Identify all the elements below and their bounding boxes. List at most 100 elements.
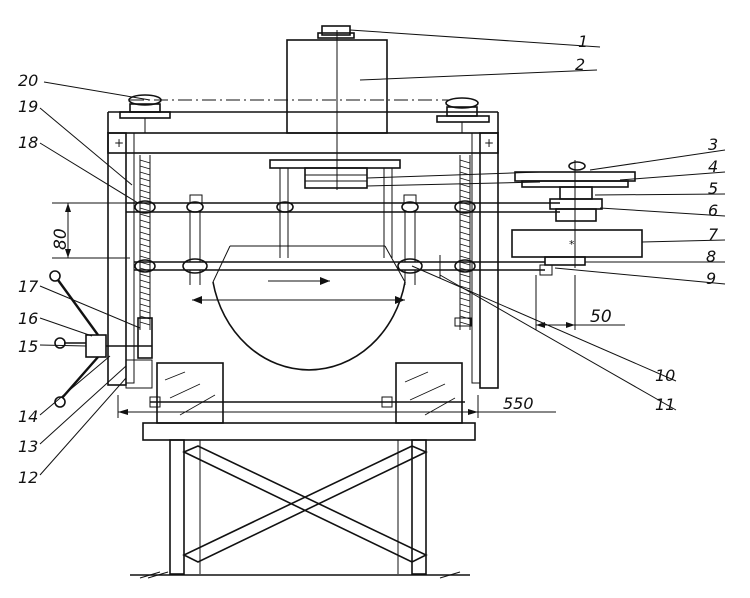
- leader-line: [39, 344, 87, 347]
- thread-tick: [139, 303, 151, 308]
- thread-tick: [139, 213, 151, 218]
- callout-label-16: 16: [18, 309, 38, 328]
- thread-tick: [459, 225, 471, 230]
- thread-tick: [459, 177, 471, 182]
- thread-tick: [459, 237, 471, 242]
- thread-tick: [459, 219, 471, 224]
- thread-tick: [459, 303, 471, 308]
- thread-tick: [139, 183, 151, 188]
- lower-cross-rod: [134, 212, 545, 327]
- callout-label-20: 20: [18, 71, 38, 90]
- thread-tick: [139, 279, 151, 284]
- leader-line: [39, 365, 127, 445]
- callout-label-19: 19: [18, 97, 38, 116]
- right-pulley-stack: *: [511, 160, 643, 330]
- thread-tick: [139, 219, 151, 224]
- leader-line: [349, 29, 601, 48]
- callout-label-18: 18: [18, 133, 38, 152]
- thread-tick: [139, 207, 151, 212]
- callout-label-2: 2: [575, 55, 585, 74]
- thread-tick: [459, 291, 471, 296]
- thread-tick: [139, 297, 151, 302]
- leader-line: [39, 285, 141, 329]
- leader-line: [43, 81, 151, 101]
- thread-tick: [139, 159, 151, 164]
- dimension-550: 550: [117, 394, 556, 418]
- callout-label-17: 17: [18, 277, 39, 296]
- leader-line: [39, 317, 93, 337]
- svg-text:+: +: [114, 136, 124, 150]
- thread-tick: [139, 309, 151, 314]
- callout-label-14: 14: [18, 407, 38, 426]
- thread-tick: [459, 297, 471, 302]
- thread-tick: [139, 225, 151, 230]
- thread-tick: [459, 165, 471, 170]
- main-frame: + +: [107, 111, 499, 389]
- leader-line: [439, 274, 677, 411]
- top-handwheels: [119, 94, 490, 133]
- callout-label-5: 5: [708, 179, 718, 198]
- callout-label-11: 11: [655, 395, 675, 414]
- thread-tick: [139, 285, 151, 290]
- thread-tick: [139, 231, 151, 236]
- motor-housing: [286, 25, 388, 190]
- thread-tick: [459, 255, 471, 260]
- thread-tick: [139, 171, 151, 176]
- thread-tick: [459, 231, 471, 236]
- leader-line: [641, 239, 726, 243]
- thread-tick: [139, 291, 151, 296]
- thread-tick: [459, 321, 471, 326]
- leader-line: [411, 265, 677, 382]
- thread-tick: [139, 195, 151, 200]
- leader-line: [599, 207, 726, 217]
- thread-tick: [459, 213, 471, 218]
- thread-tick: [459, 243, 471, 248]
- upper-pulley-assembly: [269, 159, 541, 258]
- dimension-50: 50: [536, 307, 625, 328]
- thread-tick: [459, 183, 471, 188]
- base-stand: [130, 422, 476, 579]
- thread-tick: [459, 309, 471, 314]
- leader-line: [39, 142, 139, 204]
- dim-550-label: 550: [503, 394, 534, 413]
- callout-label-6: 6: [708, 201, 718, 220]
- thread-tick: [459, 273, 471, 278]
- leader-line: [39, 355, 111, 416]
- dim-50-label: 50: [590, 307, 612, 327]
- leader-line: [39, 107, 133, 186]
- thread-tick: [459, 285, 471, 290]
- thread-tick: [139, 321, 151, 326]
- leader-line: [619, 171, 726, 181]
- callout-label-1: 1: [578, 32, 588, 51]
- workpiece: [192, 245, 406, 371]
- callout-label-3: 3: [708, 135, 718, 154]
- callout-label-7: 7: [708, 225, 719, 244]
- screw-threads: [139, 159, 471, 326]
- support-blocks: [149, 362, 465, 424]
- leader-line: [554, 267, 726, 285]
- svg-text:*: *: [569, 238, 575, 251]
- thread-tick: [139, 249, 151, 254]
- callout-label-8: 8: [706, 247, 716, 266]
- thread-tick: [459, 249, 471, 254]
- leader-line: [594, 193, 726, 196]
- svg-text:+: +: [484, 136, 494, 150]
- dimension-80: 80: [51, 202, 130, 259]
- thread-tick: [139, 255, 151, 260]
- thread-tick: [139, 273, 151, 278]
- callout-label-9: 9: [706, 269, 716, 288]
- thread-tick: [459, 279, 471, 284]
- leader-lines: [39, 29, 726, 476]
- callout-label-13: 13: [18, 437, 38, 456]
- thread-tick: [459, 189, 471, 194]
- thread-tick: [139, 165, 151, 170]
- crank-handle: [49, 270, 153, 408]
- thread-tick: [459, 207, 471, 212]
- callout-label-10: 10: [655, 366, 675, 385]
- thread-tick: [139, 177, 151, 182]
- callout-label-12: 12: [18, 468, 38, 487]
- thread-tick: [459, 195, 471, 200]
